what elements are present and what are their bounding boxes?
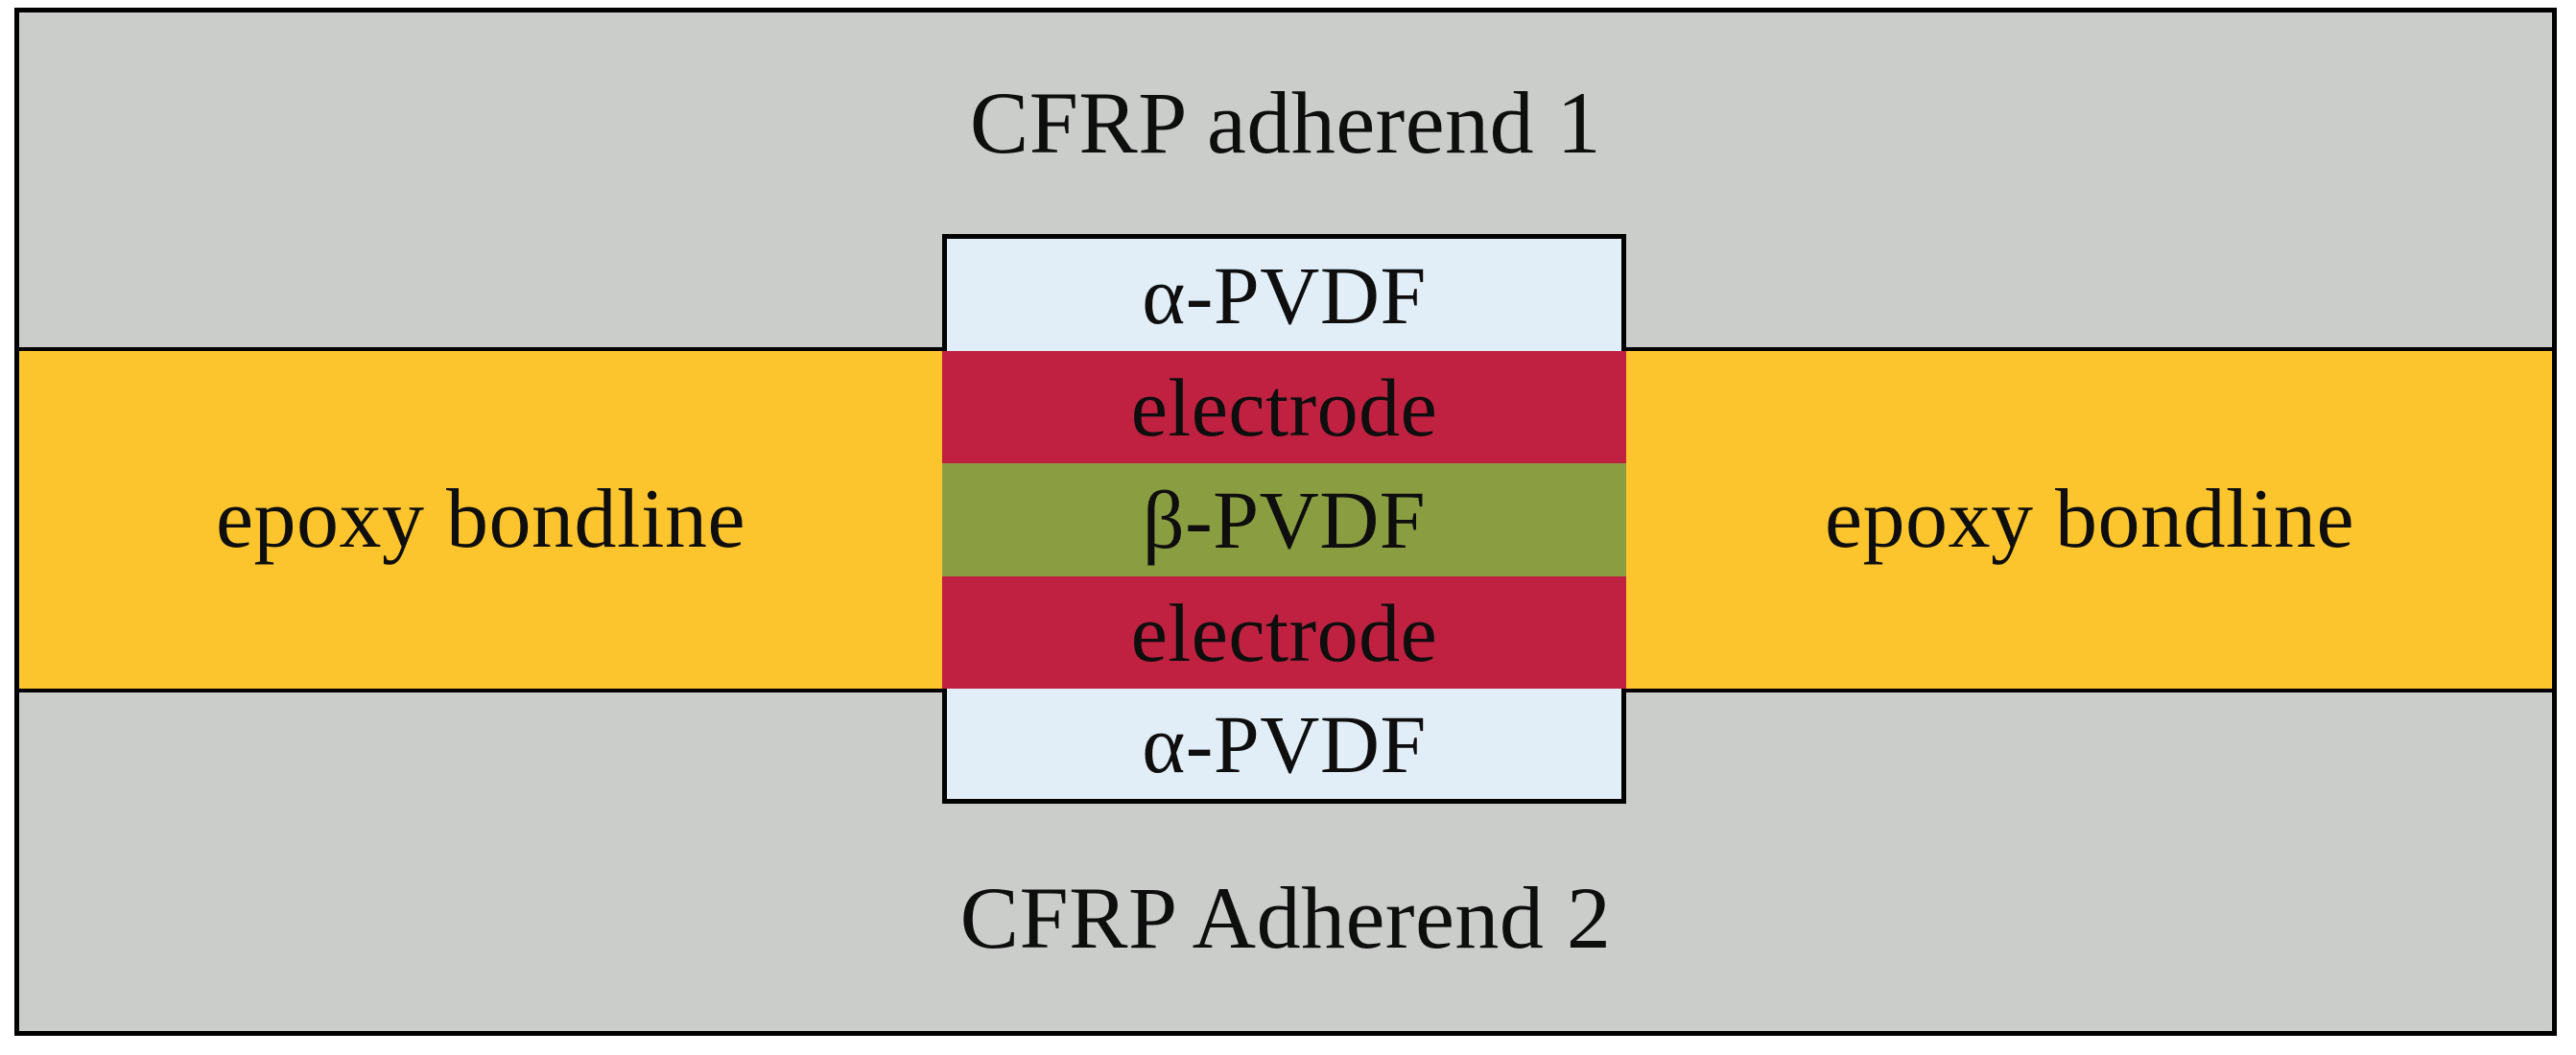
beta-pvdf-label: β-PVDF [1142,474,1427,566]
epoxy-bondline-right-label: epoxy bondline [1824,473,2355,566]
electrode-top-label: electrode [1130,361,1438,454]
alpha-pvdf-bottom-label: α-PVDF [1142,697,1427,790]
layer-alpha-pvdf-top: α-PVDF [942,234,1626,351]
cfrp-adherend-1-label: CFRP adherend 1 [969,74,1602,172]
layer-beta-pvdf: β-PVDF [942,463,1626,576]
diagram-frame: CFRP adherend 1 epoxy bondline epoxy bon… [14,8,2557,1036]
electrode-bottom-label: electrode [1130,586,1438,679]
cfrp-adherend-2-label: CFRP Adherend 2 [959,869,1612,967]
alpha-pvdf-top-label: α-PVDF [1142,248,1427,341]
epoxy-bondline-left-label: epoxy bondline [215,473,746,566]
layer-electrode-top: electrode [942,351,1626,463]
pvdf-sensor-stack: α-PVDF electrode β-PVDF electrode α-PVDF [942,234,1626,804]
layer-electrode-bottom: electrode [942,576,1626,689]
layer-alpha-pvdf-bottom: α-PVDF [942,689,1626,804]
